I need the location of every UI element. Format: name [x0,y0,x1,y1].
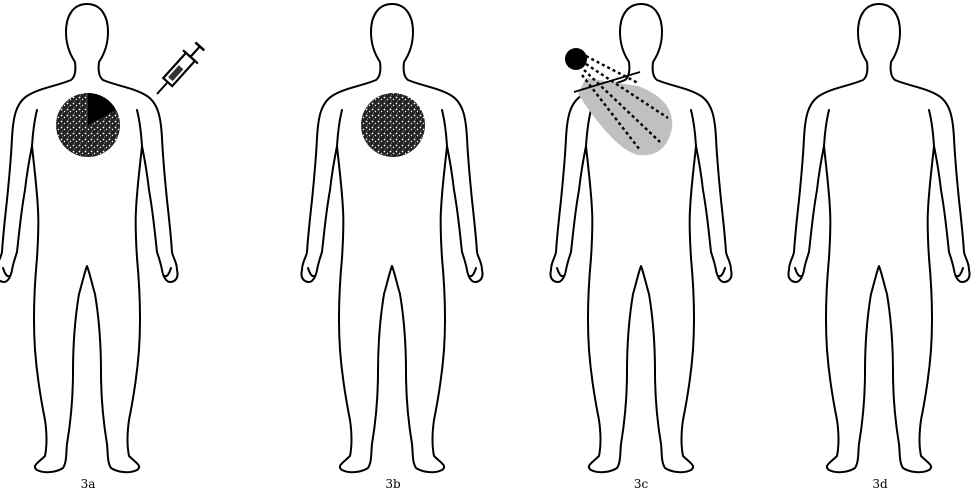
panel-3d: 3d [718,0,978,497]
body-figure-3c [490,0,750,497]
syringe-icon [150,40,208,101]
caption-3c: 3c [621,477,661,491]
caption-3a: 3a [68,477,108,491]
caption-3b: 3b [373,477,413,491]
tumor-3a [56,93,120,157]
caption-3d: 3d [860,477,900,491]
body-figure-3a [0,0,260,497]
body-figure-3b [245,0,505,497]
body-figure-3d [718,0,978,497]
panel-3b: 3b [245,0,505,497]
radiation-source-icon [565,48,587,70]
panel-3c: 3c [490,0,750,497]
panel-3a: 3a [0,0,260,497]
tumor-3b [361,93,425,157]
